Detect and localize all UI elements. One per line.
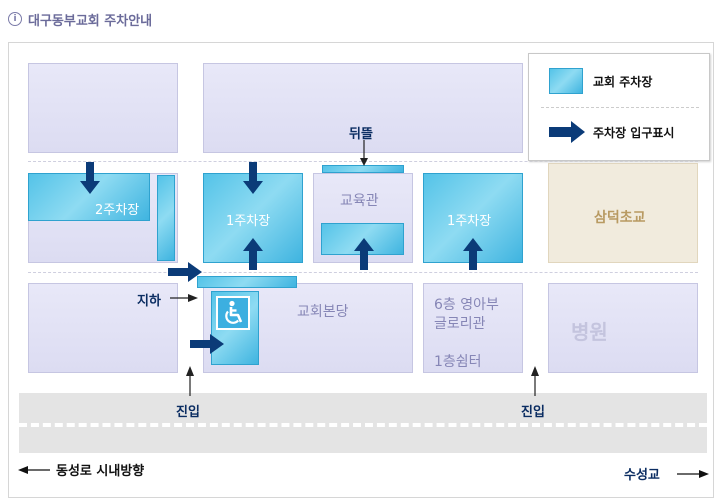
lane-lower [28,272,698,273]
page-title: i 대구동부교회 주차안내 [8,8,152,30]
page-title-text: 대구동부교회 주차안내 [28,13,153,29]
legend-arrow-icon [549,121,585,143]
arrow-right-icon [677,470,709,478]
entry-label-left: 진입 [176,405,200,420]
road-center-line [19,423,707,427]
glory-hall-line1: 6층 영아부 [434,297,499,313]
glory-hall-line3: 1층쉼터 [434,354,482,370]
legend: 교회 주차장 주차장 입구표시 [528,53,710,161]
entrance-arrow-lot1-left-bottom [243,238,263,270]
block-bottom-left [28,283,178,373]
entrance-arrow-lot1-right [463,238,483,270]
glory-hall-line2: 글로리관 [434,316,486,332]
entry-label-right: 진입 [521,405,545,420]
road-left-label: 동성로 시내방향 [56,464,145,479]
parking-lot-2-strip [157,175,175,261]
legend-divider [541,107,699,108]
samdeok-school-label: 삼덕초교 [594,210,646,226]
entry-pointer-left [186,366,194,396]
hospital-building [548,283,698,373]
parking-lot-1-left-label: 1주차장 [226,214,271,229]
wheelchair-icon [216,296,250,330]
samdeok-school [548,163,698,263]
legend-entrance-label: 주차장 입구표시 [593,126,675,140]
parking-lot-1-right-label: 1주차장 [447,214,492,229]
entrance-arrow-education [354,238,374,270]
info-circle-icon: i [8,12,22,26]
entrance-arrow-accessible [190,334,224,354]
backyard-label: 뒤뜰 [349,127,373,142]
legend-lot-label: 교회 주차장 [593,75,653,89]
main-church-label: 교회본당 [297,304,349,320]
glory-hall-building [423,283,523,373]
map-frame [8,42,714,498]
arrow-left-icon [18,466,50,474]
entrance-arrow-lot2 [80,162,100,194]
parking-lot-2-label: 2주차장 [95,203,140,218]
entrance-arrow-basement [168,262,202,282]
education-building-label: 교육관 [340,193,379,209]
education-lot-strip [322,165,404,173]
block-top-left [28,63,178,153]
basement-lot-strip [197,276,297,288]
hospital-label: 병원 [571,320,608,344]
entry-pointer-right [531,366,539,396]
road-right-label: 수성교 [624,468,660,483]
block-top-middle [203,63,523,153]
entrance-arrow-lot1-left-top [243,162,263,194]
basement-label: 지하 [137,294,161,309]
backyard-pointer [360,140,368,166]
basement-pointer [170,294,198,302]
legend-lot-swatch [549,68,583,94]
